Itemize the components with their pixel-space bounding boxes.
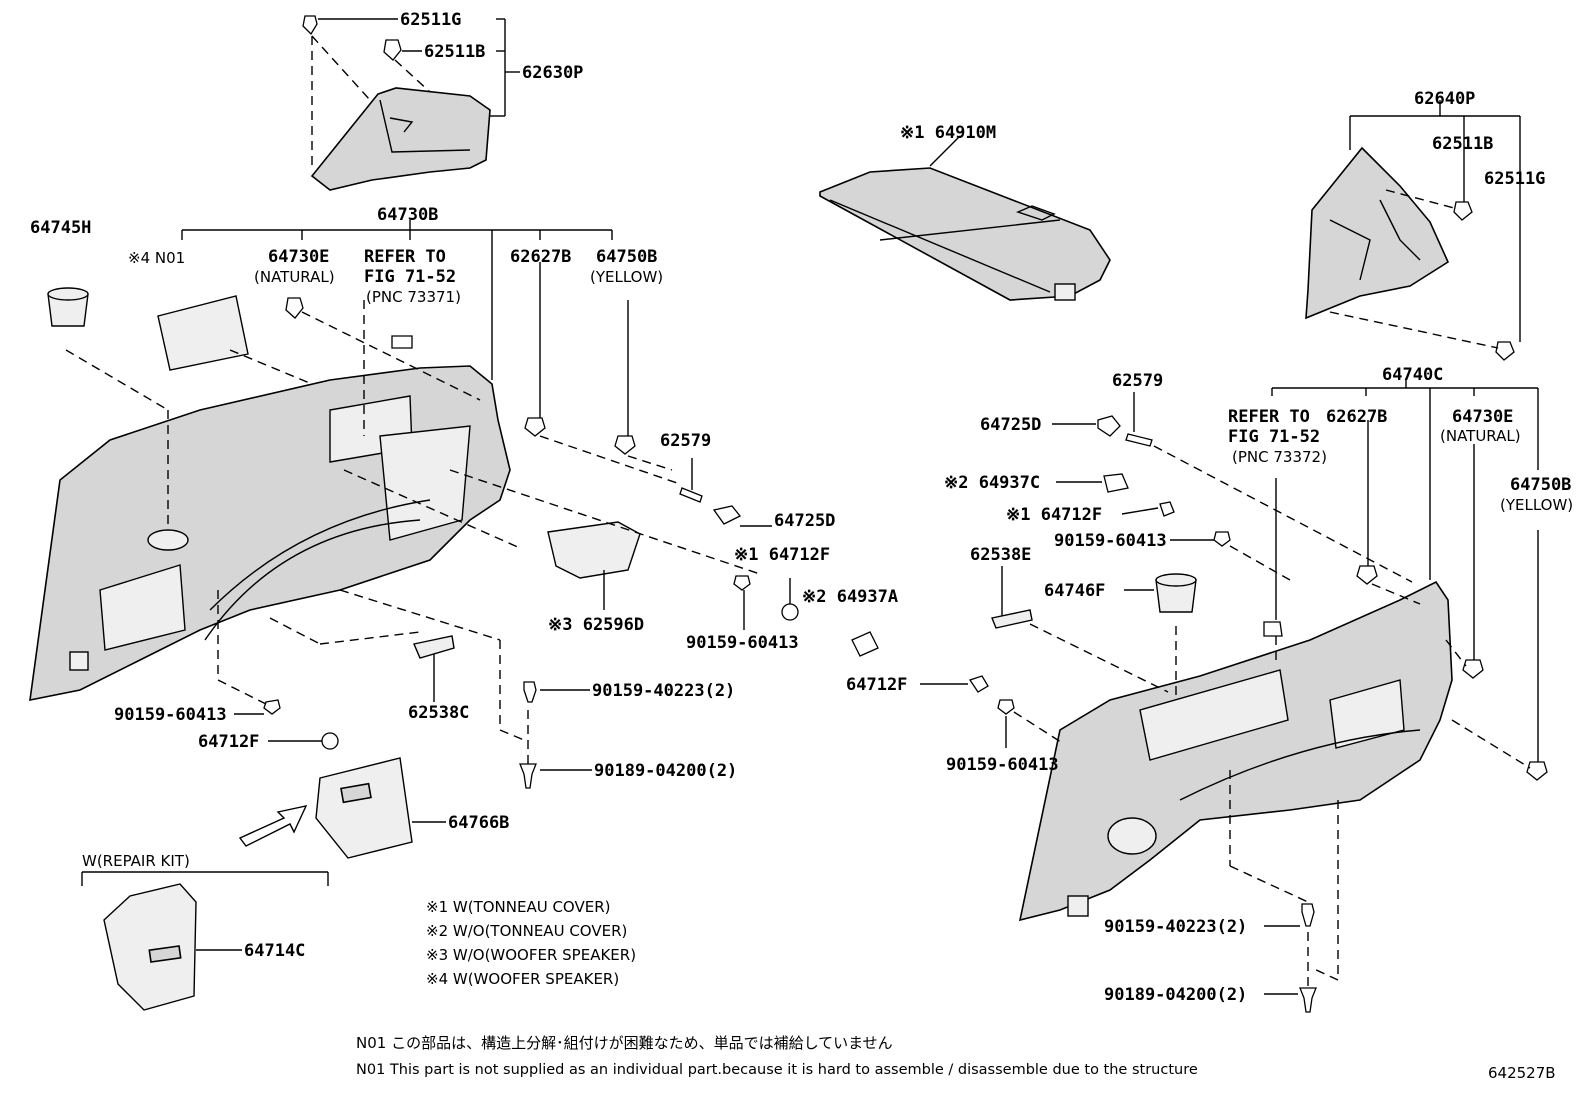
label-62627B-right: 62627B (1326, 407, 1387, 427)
label-64712F-right: 64712F (846, 675, 907, 695)
clip-64750B-right (1526, 761, 1548, 781)
label-62579-right: 62579 (1112, 371, 1163, 391)
label-64730B: 64730B (377, 205, 438, 225)
clip-64937C (1103, 473, 1129, 493)
label-64725D-left: 64725D (774, 511, 835, 531)
clip-62627B-right (1356, 565, 1378, 585)
label-90189-04200-left: 90189-04200(2) (594, 761, 737, 781)
bracket-N01 (157, 295, 249, 371)
clip-62627B-left (524, 417, 546, 437)
tonneau-cover (819, 167, 1111, 301)
pillar-garnish-left (310, 87, 491, 191)
label-62630P: 62630P (522, 63, 583, 83)
label-64937A: ※2 64937A (802, 587, 898, 607)
label-90189-04200-right: 90189-04200(2) (1104, 985, 1247, 1005)
label-note4-N01: ※4 N01 (128, 249, 185, 267)
trim-64714C (103, 883, 197, 1011)
bracket-62538E (991, 609, 1033, 629)
pillar-garnish-right (1305, 146, 1450, 320)
tonneau-cover-group (819, 135, 1111, 301)
label-64730E-left: 64730E (268, 247, 329, 267)
diagram-id: 642527B (1488, 1064, 1556, 1082)
label-64746F: 64746F (1044, 581, 1105, 601)
footnote-n01-jp: N01 この部品は、構造上分解･組付けが困難なため、単品では補給していません (356, 1034, 893, 1052)
label-refer-right-2: FIG 71-52 (1228, 427, 1320, 447)
clip-64730E-left (285, 297, 304, 319)
label-natural-left: (NATURAL) (254, 268, 335, 286)
quarter-trim-right-group (920, 378, 1548, 1013)
clip-64937A (851, 631, 879, 657)
clip-62511B-right (1453, 201, 1473, 221)
label-refer-left-2: FIG 71-52 (364, 267, 456, 287)
label-62640P: 62640P (1414, 89, 1475, 109)
label-refer-left-1: REFER TO (364, 247, 446, 267)
label-64725D-right: 64725D (980, 415, 1041, 435)
clip-64725D-left (712, 505, 742, 525)
cap-64712F-left (321, 732, 339, 750)
legend-item-2: ※2 W/O(TONNEAU COVER) (426, 922, 627, 940)
panel-64766B (315, 757, 413, 859)
label-64750B-right: 64750B (1510, 475, 1571, 495)
cap-64712F-right (968, 675, 989, 693)
clip-64712F-note1-right (1159, 501, 1175, 517)
label-62596D: ※3 62596D (548, 615, 644, 635)
label-64910M: ※1 64910M (900, 123, 996, 143)
label-90159-40223-left: 90159-40223(2) (592, 681, 735, 701)
label-refer-left-3: (PNC 73371) (366, 288, 461, 306)
tray-62596D (547, 521, 641, 579)
label-natural-right: (NATURAL) (1440, 427, 1521, 445)
pillar-garnish-right-group (1305, 100, 1521, 361)
label-90159-40223-right: 90159-40223(2) (1104, 917, 1247, 937)
arrow-icon (238, 805, 308, 847)
repair-kit-group (81, 871, 329, 1011)
label-62511G-right: 62511G (1484, 169, 1545, 189)
label-64740C: 64740C (1382, 365, 1443, 385)
bolt-90159-60413-left (263, 699, 281, 715)
label-64745H: 64745H (30, 218, 91, 238)
label-90159-60413-left: 90159-60413 (114, 705, 227, 725)
bolt-90159-60413-mid (733, 575, 751, 591)
label-64730E-right: 64730E (1452, 407, 1513, 427)
clip-64750B-left (614, 435, 636, 455)
legend-item-3: ※3 W/O(WOOFER SPEAKER) (426, 946, 636, 964)
clip-64725D-right (1097, 415, 1121, 437)
label-yellow-right: (YELLOW) (1500, 496, 1573, 514)
label-62511B-right: 62511B (1432, 134, 1493, 154)
clip-62511B-top (383, 39, 402, 61)
label-64750B-left: 64750B (596, 247, 657, 267)
label-62538C: 62538C (408, 703, 469, 723)
label-62627B-left: 62627B (510, 247, 571, 267)
label-64937C: ※2 64937C (944, 473, 1040, 493)
label-yellow-left: (YELLOW) (590, 268, 663, 286)
label-90159-60413-mid: 90159-60413 (686, 633, 799, 653)
label-refer-right-1: REFER TO (1228, 407, 1310, 427)
pillar-garnish-left-group (302, 15, 520, 191)
label-62511B-top: 62511B (424, 42, 485, 62)
bracket-62538C (413, 635, 455, 659)
label-refer-right-3: (PNC 73372) (1232, 448, 1327, 466)
label-64712F-note1-left: ※1 64712F (734, 545, 830, 565)
clip-62511G-right (1495, 341, 1515, 361)
cap-64712F-mid (781, 603, 799, 621)
clip-62511G-top (302, 15, 318, 36)
label-62511G-top: 62511G (400, 10, 461, 30)
panel-64766B-group (238, 757, 446, 859)
label-64712F-note1-right: ※1 64712F (1006, 505, 1102, 525)
footnote-n01-en: N01 This part is not supplied as an indi… (356, 1062, 1198, 1078)
label-64714C: 64714C (244, 941, 305, 961)
legend-item-4: ※4 W(WOOFER SPEAKER) (426, 970, 619, 988)
label-62538E: 62538E (970, 545, 1031, 565)
label-90159-60413-r1: 90159-60413 (1054, 531, 1167, 551)
bolt-90159-60413-r2 (997, 699, 1015, 715)
quarter-trim-left-group (29, 220, 879, 789)
label-64712F-left: 64712F (198, 732, 259, 752)
label-62579-left: 62579 (660, 431, 711, 451)
legend-item-1: ※1 W(TONNEAU COVER) (426, 898, 611, 916)
bolt-90159-60413-r1 (1213, 531, 1231, 547)
clip-64730E-right (1462, 659, 1484, 679)
label-repair-kit: W(REPAIR KIT) (82, 852, 190, 870)
label-64766B: 64766B (448, 813, 509, 833)
label-90159-60413-r2: 90159-60413 (946, 755, 1059, 775)
